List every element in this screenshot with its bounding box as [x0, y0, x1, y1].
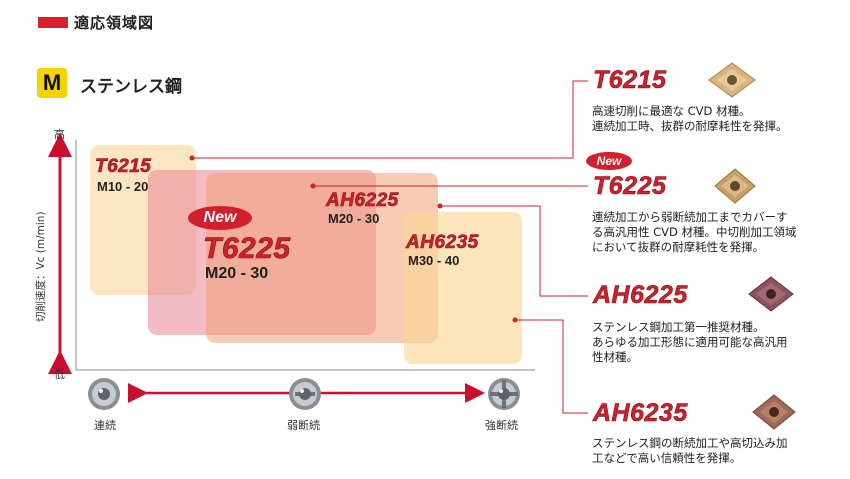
tool-heavy-interrupted-icon	[488, 378, 520, 410]
tool-continuous-icon	[88, 378, 120, 410]
y-axis-high-label: 高	[54, 128, 65, 141]
x-label-continuous: 連続	[94, 419, 116, 432]
leader-ah6235	[515, 319, 588, 414]
legend-new-badge: New	[586, 152, 632, 170]
y-axis-title: 切削速度：Vc (m/min)	[35, 211, 47, 322]
region-label-t6225: T6225	[203, 232, 291, 266]
material-m-badge: M	[37, 68, 67, 98]
region-ah6225	[206, 173, 438, 343]
insert-ah6235-icon	[752, 394, 796, 430]
leader-dot-t6225	[310, 183, 316, 189]
region-range-ah6225: M20 - 30	[328, 211, 380, 226]
legend-desc-ah6235: ステンレス鋼の断続加工や高切込み加 工などで高い信頼性を発揮。	[592, 436, 788, 465]
leader-ah6225	[440, 205, 588, 297]
page-title: 適応領域図	[74, 14, 155, 32]
region-range-ah6235: M30 - 40	[408, 253, 460, 268]
region-new-badge: New	[188, 206, 252, 230]
leader-dot-t6215	[189, 155, 195, 161]
legend-grade-t6215: T6215	[593, 66, 667, 95]
legend-grade-t6225: T6225	[593, 172, 667, 201]
header-accent-bar	[38, 17, 68, 28]
leader-dot-ah6235	[512, 317, 518, 323]
tool-light-interrupted-icon	[289, 378, 321, 410]
insert-t6215-icon	[708, 62, 756, 98]
legend-grade-ah6235: AH6235	[593, 399, 688, 428]
legend-grade-ah6225: AH6225	[593, 281, 688, 310]
x-label-light-interrupted: 弱断続	[287, 419, 320, 432]
region-range-t6225: M20 - 30	[205, 265, 269, 282]
legend-desc-t6225: 連続加工から弱断続加工までカバーす る高汎用性 CVD 材種。中切削加工領域 に…	[592, 210, 797, 254]
legend-desc-t6215: 高速切削に最適な CVD 材種。 連続加工時、抜群の耐摩耗性を発揮。	[592, 104, 788, 133]
region-range-t6215: M10 - 20	[97, 179, 149, 194]
insert-ah6225-icon	[748, 276, 794, 312]
region-label-t6215: T6215	[95, 156, 152, 178]
leader-t6215	[192, 80, 588, 159]
region-ah6235	[404, 212, 522, 364]
legend-desc-ah6225: ステンレス鋼加工第一推奨材種。 あらゆる加工形態に適用可能な高汎用 性材種。	[592, 320, 788, 364]
region-label-ah6235: AH6235	[406, 232, 479, 254]
region-label-ah6225: AH6225	[326, 190, 399, 212]
y-axis-low-label: 低	[54, 368, 65, 381]
leader-dot-ah6225	[437, 203, 443, 209]
section-title: ステンレス鋼	[80, 77, 182, 97]
insert-t6225-icon	[714, 168, 756, 204]
x-label-heavy-interrupted: 強断続	[485, 419, 518, 432]
